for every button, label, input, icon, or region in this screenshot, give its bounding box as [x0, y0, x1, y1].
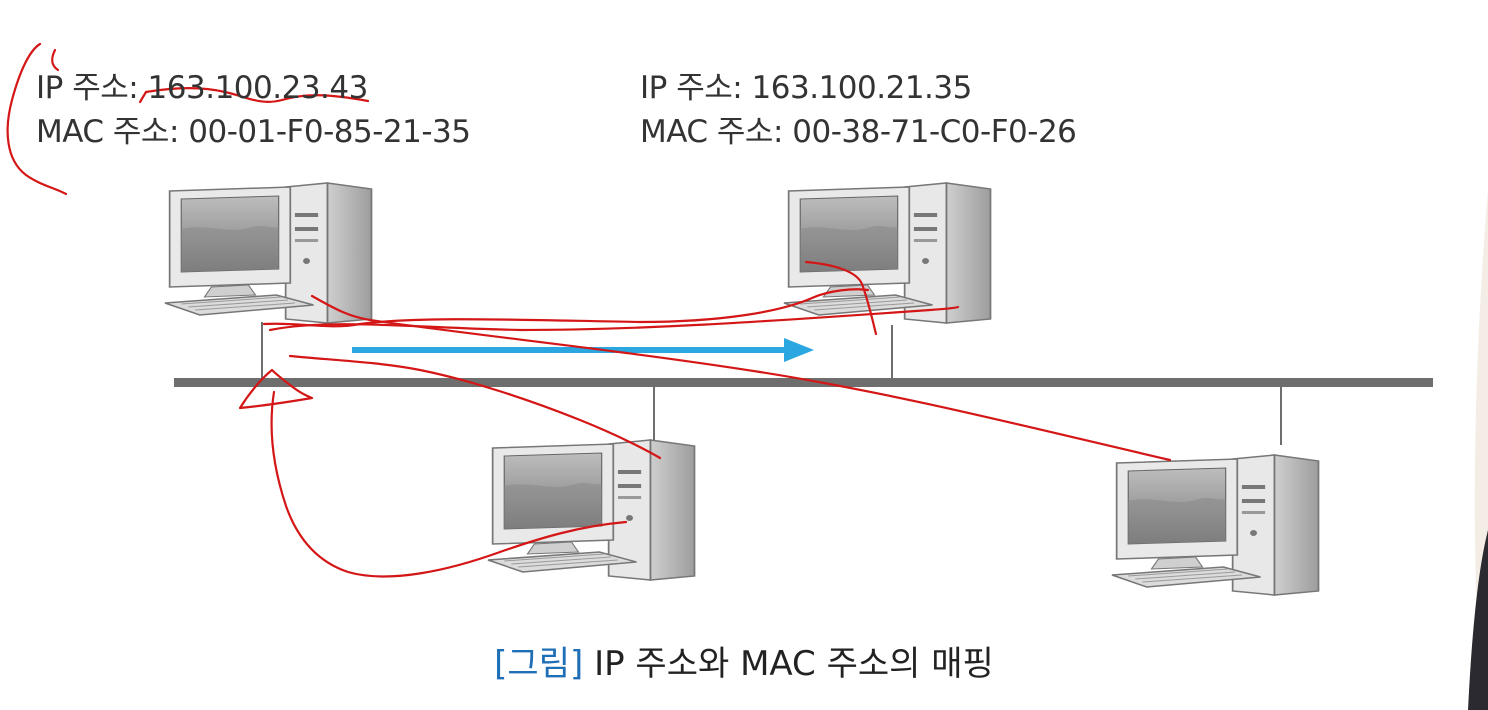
host-c-computer-icon [487, 439, 696, 581]
caption-tag: [그림] [494, 644, 584, 684]
host-b-address-block: IP 주소: 163.100.21.35 MAC 주소: 00-38-71-C0… [640, 66, 1077, 154]
host-b-ip-row: IP 주소: 163.100.21.35 [640, 66, 1076, 110]
figure-caption: [그림] IP 주소와 MAC 주소의 매핑 [0, 636, 1488, 685]
host-b-mac-label: MAC 주소: [640, 114, 783, 150]
host-a-address-block: IP 주소: 163.100.23.43 MAC 주소: 00-01-F0-85… [36, 66, 471, 154]
host-b-ip-value: 163.100.21.35 [751, 70, 973, 106]
host-a-computer-icon [164, 182, 373, 324]
host-d-computer-icon [1111, 454, 1320, 596]
caption-text: IP 주소와 MAC 주소의 매핑 [594, 644, 994, 684]
host-b-mac-value: 00-38-71-C0-F0-26 [792, 114, 1077, 150]
host-a-mac-value: 00-01-F0-85-21-35 [188, 114, 471, 150]
presenter-silhouette [1468, 190, 1488, 710]
host-b-computer-icon [783, 182, 992, 324]
network-bus-line [174, 378, 1433, 387]
host-b-mac-row: MAC 주소: 00-38-71-C0-F0-26 [640, 110, 1077, 154]
host-a-ip-value: 163.100.23.43 [147, 70, 369, 106]
host-b-ip-label: IP 주소: [640, 70, 743, 106]
host-a-ip-label: IP 주소: [36, 70, 139, 106]
host-a-ip-row: IP 주소: 163.100.23.43 [36, 66, 470, 110]
data-flow-arrow [352, 338, 814, 362]
host-a-mac-label: MAC 주소: [36, 114, 179, 150]
handwritten-annotation [6, 42, 1172, 578]
host-a-mac-row: MAC 주소: 00-01-F0-85-21-35 [36, 110, 471, 154]
